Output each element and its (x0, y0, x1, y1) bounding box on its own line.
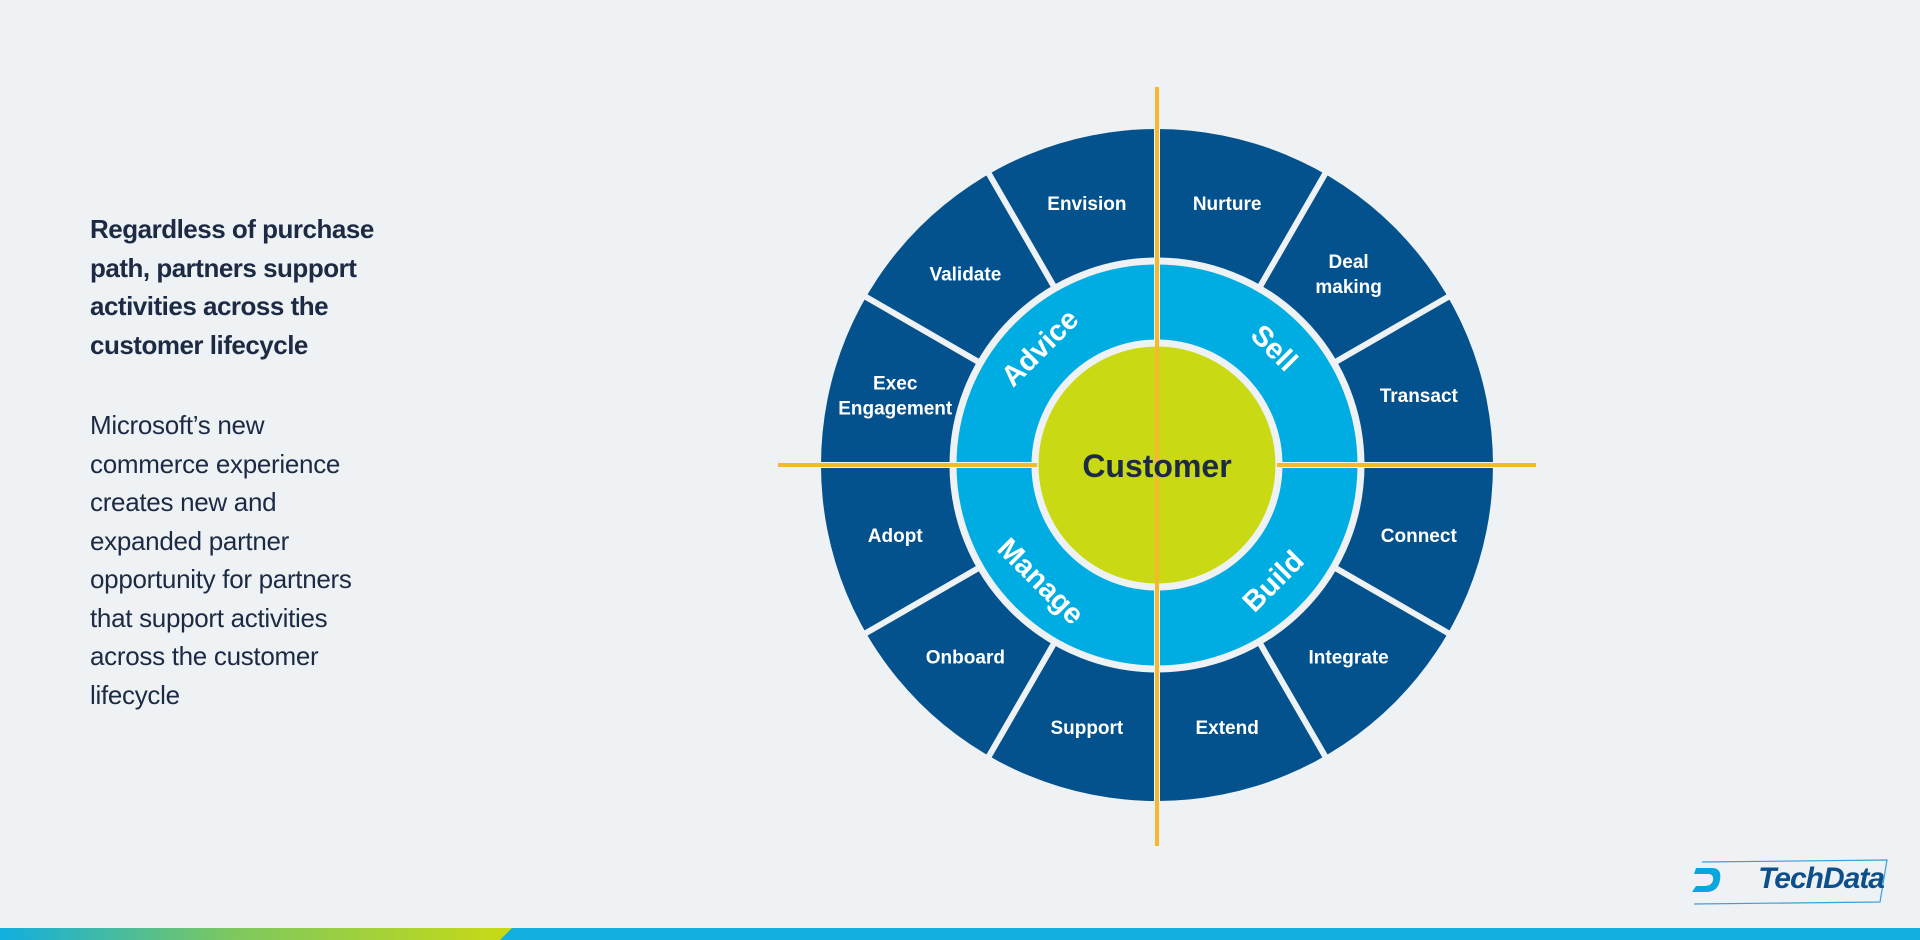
activity-divider (984, 169, 1058, 290)
activity-divider (984, 640, 1058, 761)
activity-divider (1256, 640, 1330, 761)
activity-envision: Envision (1047, 194, 1126, 215)
activity-onboard: Onboard (926, 648, 1005, 669)
activity-connect: Connect (1381, 526, 1458, 547)
activity-validate: Validate (929, 264, 1001, 285)
activity-divider (1332, 292, 1453, 366)
activity-support: Support (1050, 718, 1123, 739)
activity-adopt: Adopt (868, 526, 924, 547)
activity-extend: Extend (1195, 718, 1258, 739)
activity-nurture: Nurture (1193, 194, 1262, 215)
axis-lines (778, 87, 1536, 846)
headline: Regardless of purchase path, partners su… (90, 214, 374, 360)
techdata-logo-text: TechData (1758, 862, 1885, 895)
body-paragraph: Microsoft’s new commerce experience crea… (90, 410, 352, 710)
intro-text: Regardless of purchase path, partners su… (90, 210, 420, 714)
bottom-accent-bar (0, 928, 1920, 940)
activity-integrate: Integrate (1309, 648, 1389, 669)
customer-label: Customer (1082, 448, 1231, 484)
techdata-logo-icon (1692, 859, 1888, 905)
activity-divider (861, 292, 982, 366)
activity-transact: Transact (1380, 386, 1459, 407)
activity-divider (861, 564, 982, 638)
activity-divider (1256, 169, 1330, 290)
activity-divider (1332, 564, 1453, 638)
